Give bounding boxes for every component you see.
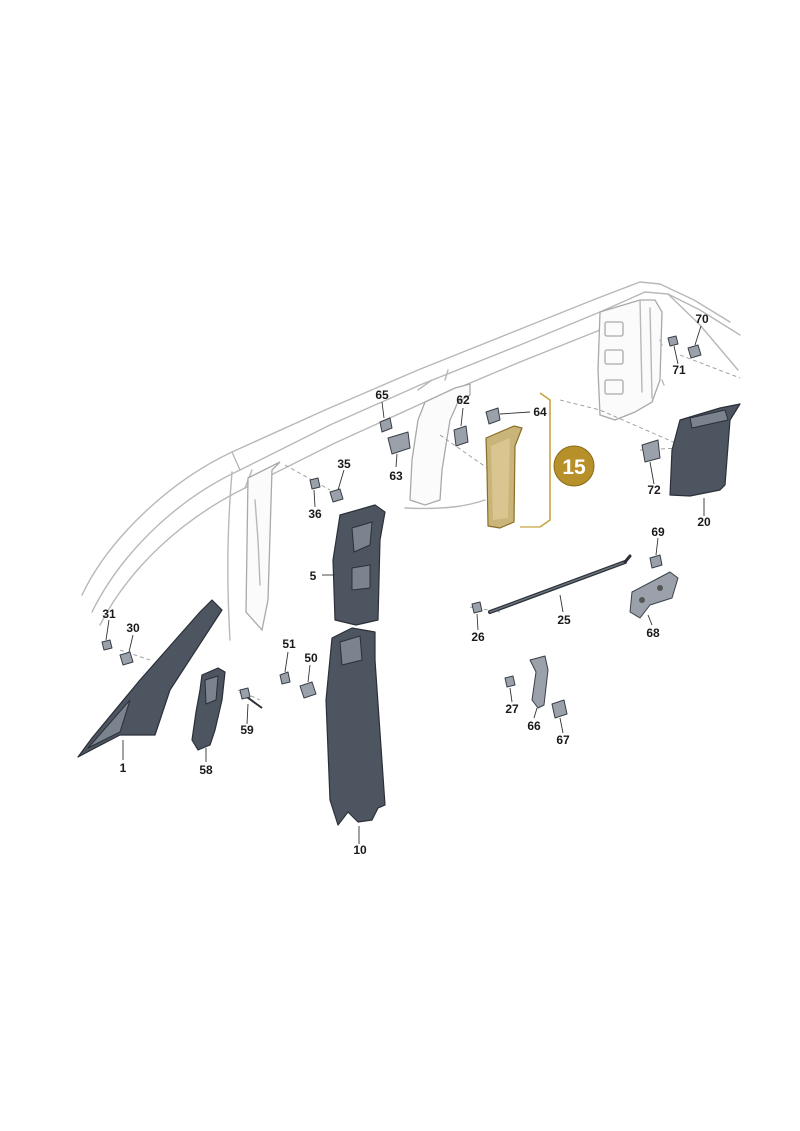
highlight-badge: 15 [553, 445, 595, 487]
callout-label: 31 [102, 607, 116, 621]
a-pillar-trim-part [77, 599, 223, 758]
callout-label: 69 [651, 525, 665, 539]
clip-72-part [641, 439, 661, 463]
callout-label: 70 [695, 312, 709, 326]
callout-label: 5 [310, 569, 317, 583]
callout-label: 27 [505, 702, 519, 716]
callout-label: 64 [533, 405, 547, 419]
callout-label: 30 [126, 621, 140, 635]
callout-label: 68 [646, 626, 660, 640]
callout-labels: 1 5 10 20 25 26 27 30 31 35 36 50 51 58 … [102, 312, 711, 857]
clip-63-part [387, 431, 411, 455]
leader-lines [105, 325, 705, 844]
highlight-badge-circle [553, 445, 595, 487]
callout-label: 51 [282, 637, 296, 651]
callout-label: 63 [389, 469, 403, 483]
callout-label: 26 [471, 630, 485, 644]
highlighted-trim-strip-part [485, 392, 551, 529]
callout-label: 71 [672, 363, 686, 377]
hinge-bracket-part [629, 571, 679, 619]
callout-label: 72 [647, 483, 661, 497]
highlight-badge-label: 15 [562, 456, 586, 479]
clip-62-part [453, 425, 469, 447]
callout-label: 10 [353, 843, 367, 857]
callout-label: 58 [199, 763, 213, 777]
callout-label: 67 [556, 733, 570, 747]
callout-label: 66 [527, 719, 541, 733]
vehicle-body-outline [81, 281, 741, 701]
callout-label: 25 [557, 613, 571, 627]
callout-label: 50 [304, 651, 318, 665]
b-pillar-lower-trim-part [325, 627, 386, 826]
callout-label: 20 [697, 515, 711, 529]
callout-label: 35 [337, 457, 351, 471]
b-pillar-upper-trim-part [332, 504, 386, 626]
callout-label: 65 [375, 388, 389, 402]
c-pillar-trim-part [669, 403, 741, 497]
small-bracket-part [529, 655, 549, 709]
rod-part [488, 554, 632, 614]
fasteners [101, 335, 702, 719]
callout-label: 1 [120, 761, 127, 775]
callout-label: 62 [456, 393, 470, 407]
callout-label: 36 [308, 507, 322, 521]
bracket-clip-part [191, 667, 226, 751]
callout-label: 59 [240, 723, 254, 737]
